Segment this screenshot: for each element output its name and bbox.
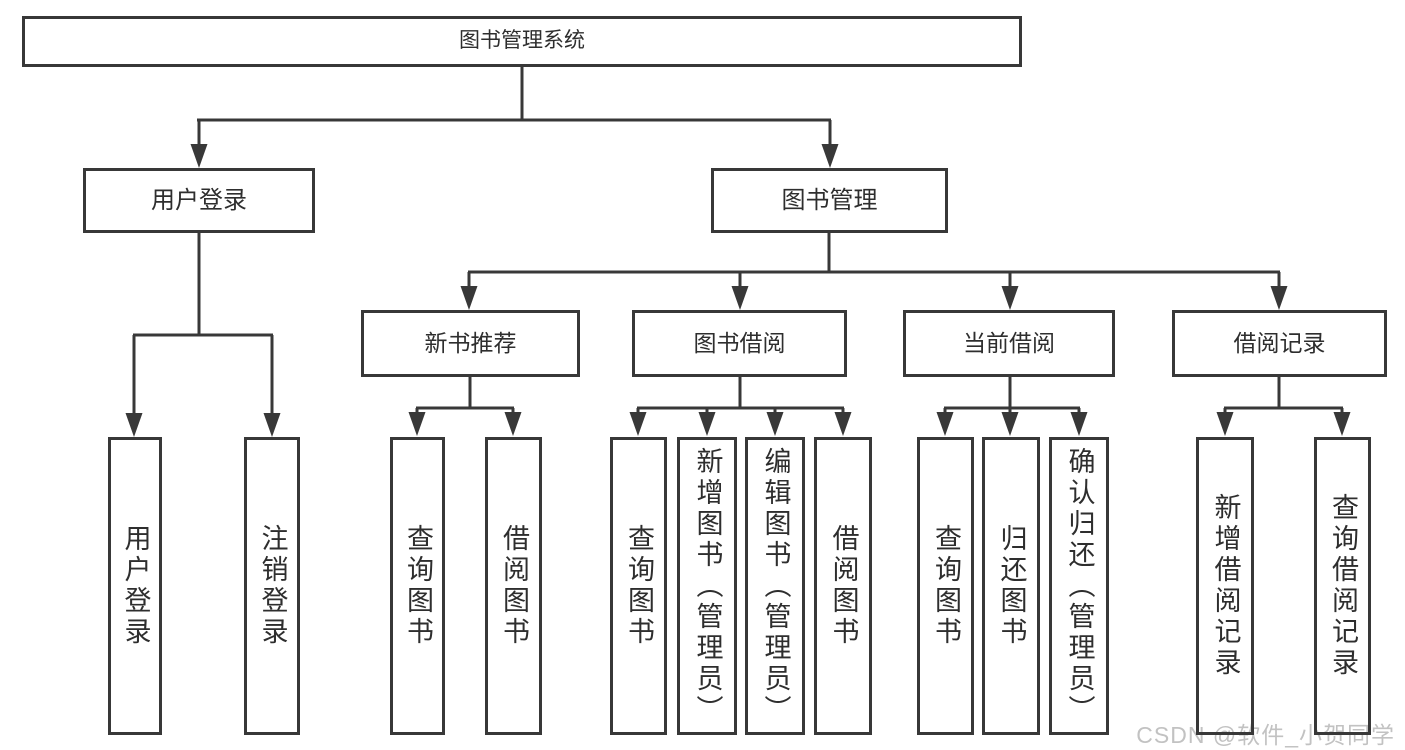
arrowhead-icon [834,412,852,436]
leaf-query-books-current-label: 查询图书 [931,524,961,648]
leaf-user-login-label: 用户登录 [120,524,151,648]
arrowhead-icon [125,413,143,437]
leaf-query-books-current: 查询图书 [917,437,974,735]
arrowhead-icon [263,413,281,437]
arrowhead-icon [460,286,478,310]
leaf-return-books-label: 归还图书 [996,524,1027,648]
leaf-borrow-books-recommend: 借阅图书 [485,437,542,735]
leaf-query-borrow-record-label: 查询借阅记录 [1328,493,1358,679]
node-root-label: 图书管理系统 [459,29,585,53]
csdn-watermark: CSDN @软件_小贺同学 [1136,722,1395,748]
leaf-borrow-books-label: 借阅图书 [828,524,859,648]
arrowhead-icon [1270,286,1288,310]
arrowhead-icon [190,144,208,168]
arrowhead-icon [504,412,522,436]
leaf-query-books-borrow: 查询图书 [610,437,667,735]
node-new-book-recommend-label: 新书推荐 [424,330,517,357]
arrowhead-icon [821,144,839,168]
leaf-query-books-recommend-label: 查询图书 [403,524,433,648]
leaf-confirm-return-admin: 确认归还（管理员） [1049,437,1109,735]
arrowhead-icon [408,412,426,436]
node-book-management-label: 图书管理 [781,186,878,214]
arrowhead-icon [1001,286,1019,310]
node-user-login: 用户登录 [83,168,315,233]
node-book-borrow-label: 图书借阅 [693,330,786,357]
leaf-query-books-borrow-label: 查询图书 [624,524,654,648]
leaf-return-books: 归还图书 [982,437,1040,735]
leaf-add-borrow-record: 新增借阅记录 [1196,437,1254,735]
arrowhead-icon [1216,412,1234,436]
node-book-management: 图书管理 [711,168,948,233]
leaf-query-books-recommend: 查询图书 [390,437,445,735]
leaf-borrow-books: 借阅图书 [814,437,872,735]
node-new-book-recommend: 新书推荐 [361,310,580,377]
arrowhead-icon [629,412,647,436]
arrowhead-icon [766,412,784,436]
leaf-borrow-books-recommend-label: 借阅图书 [499,524,529,648]
node-root: 图书管理系统 [22,16,1022,67]
arrowhead-group [125,144,1351,437]
arrowhead-icon [936,412,954,436]
node-user-login-label: 用户登录 [151,186,247,214]
arrowhead-icon [1070,412,1088,436]
leaf-add-books-admin: 新增图书（管理员） [677,437,737,735]
arrowhead-icon [1333,412,1351,436]
node-borrow-records: 借阅记录 [1172,310,1387,377]
connector-lines [132,66,1344,415]
node-borrow-records-label: 借阅记录 [1233,330,1326,357]
node-current-borrow-label: 当前借阅 [963,330,1055,357]
arrowhead-icon [1001,412,1019,436]
leaf-confirm-return-admin-label: 确认归还（管理员） [1064,446,1095,726]
leaf-logout-login-label: 注销登录 [257,524,288,648]
arrowhead-icon [698,412,716,436]
leaf-logout-login: 注销登录 [244,437,300,735]
leaf-edit-books-admin: 编辑图书（管理员） [745,437,805,735]
leaf-add-books-admin-label: 新增图书（管理员） [692,446,723,726]
leaf-add-borrow-record-label: 新增借阅记录 [1210,493,1241,679]
leaf-edit-books-admin-label: 编辑图书（管理员） [760,446,791,726]
arrowhead-icon [731,286,749,310]
node-current-borrow: 当前借阅 [903,310,1115,377]
leaf-user-login: 用户登录 [108,437,162,735]
node-book-borrow: 图书借阅 [632,310,847,377]
leaf-query-borrow-record: 查询借阅记录 [1314,437,1371,735]
